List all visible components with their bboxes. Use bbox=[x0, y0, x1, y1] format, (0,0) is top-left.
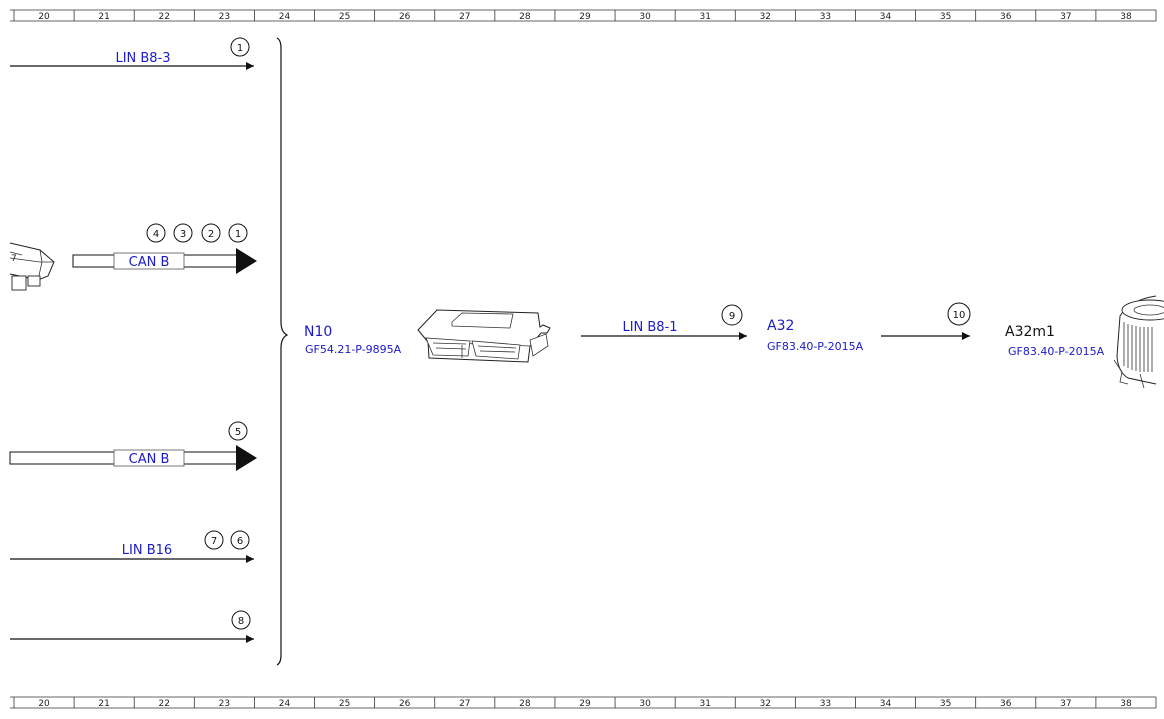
control-module-icon bbox=[417, 309, 551, 363]
wire-8: 8 bbox=[10, 610, 254, 643]
bus-label: CAN B bbox=[129, 452, 170, 467]
marker-circle: 7 bbox=[204, 530, 224, 550]
ruler-number: 38 bbox=[1120, 699, 1132, 709]
ruler-number: 26 bbox=[399, 699, 411, 709]
ruler-number: 31 bbox=[699, 699, 710, 709]
component-name: A32m1 bbox=[1005, 324, 1055, 340]
part-number: GF83.40-P-2015A bbox=[767, 340, 864, 353]
marker-circle: 6 bbox=[230, 530, 250, 550]
ruler-number: 23 bbox=[219, 12, 230, 22]
marker-circle: 10 bbox=[947, 302, 971, 326]
svg-text:5: 5 bbox=[235, 427, 241, 438]
part-number: GF54.21-P-9895A bbox=[305, 343, 402, 356]
component-a32m1: A32m1 GF83.40-P-2015A bbox=[1005, 324, 1105, 358]
ruler-number: 20 bbox=[38, 699, 50, 709]
ruler-number: 34 bbox=[880, 699, 892, 709]
ruler-number: 37 bbox=[1060, 699, 1071, 709]
wire-lin-b8-3: LIN B8-3 1 bbox=[10, 37, 254, 70]
blower-motor-icon bbox=[1113, 295, 1164, 389]
wire-10: 10 bbox=[881, 302, 971, 340]
marker-circle: 9 bbox=[721, 304, 743, 326]
marker-circle: 1 bbox=[228, 223, 248, 243]
marker-circle: 8 bbox=[231, 610, 251, 630]
wire-label: LIN B16 bbox=[122, 543, 172, 558]
svg-text:7: 7 bbox=[11, 254, 17, 264]
marker-circle: 4 bbox=[146, 223, 166, 243]
svg-text:2: 2 bbox=[208, 229, 214, 240]
top-ruler: 20 21 22 23 24 25 26 27 28 29 30 31 32 33 34 35 36 37 38 bbox=[10, 9, 1157, 22]
svg-text:3: 3 bbox=[180, 229, 186, 240]
component-n10: N10 GF54.21-P-9895A bbox=[304, 324, 402, 356]
component-name: N10 bbox=[304, 324, 332, 340]
svg-text:7: 7 bbox=[211, 536, 217, 547]
part-number: GF83.40-P-2015A bbox=[1008, 345, 1105, 358]
marker-circle: 1 bbox=[230, 37, 250, 57]
ruler-number: 25 bbox=[339, 12, 350, 22]
component-a32: A32 GF83.40-P-2015A bbox=[767, 318, 864, 353]
ruler-number: 32 bbox=[760, 12, 771, 22]
svg-text:10: 10 bbox=[953, 310, 966, 321]
ruler-number: 29 bbox=[579, 699, 591, 709]
svg-text:8: 8 bbox=[238, 616, 244, 627]
svg-text:6: 6 bbox=[237, 536, 243, 547]
ruler-number: 24 bbox=[279, 699, 291, 709]
ruler-number: 26 bbox=[399, 12, 411, 22]
ruler-number: 28 bbox=[519, 12, 531, 22]
ruler-number: 36 bbox=[1000, 12, 1012, 22]
wire-lin-b8-1: LIN B8-1 9 bbox=[581, 304, 747, 340]
ruler-number: 27 bbox=[459, 12, 470, 22]
ruler-number: 37 bbox=[1060, 12, 1071, 22]
ruler-number: 35 bbox=[940, 12, 951, 22]
ruler-number: 31 bbox=[699, 12, 710, 22]
ruler-number: 21 bbox=[98, 12, 109, 22]
wire-label: LIN B8-1 bbox=[622, 320, 677, 335]
marker-circle: 5 bbox=[228, 421, 248, 441]
ruler-number: 22 bbox=[159, 699, 170, 709]
ruler-number: 24 bbox=[279, 12, 291, 22]
ruler-number: 35 bbox=[940, 699, 951, 709]
svg-text:1: 1 bbox=[235, 229, 241, 240]
svg-text:1: 1 bbox=[237, 43, 243, 54]
ruler-number: 30 bbox=[639, 12, 651, 22]
bus-can-b-top: CAN B 4 3 2 1 bbox=[72, 223, 257, 274]
wire-lin-b16: LIN B16 7 6 bbox=[10, 530, 254, 563]
ruler-number: 32 bbox=[760, 699, 771, 709]
marker-circle: 3 bbox=[173, 223, 193, 243]
wire-label: LIN B8-3 bbox=[115, 51, 170, 66]
ruler-number: 38 bbox=[1120, 12, 1132, 22]
marker-circle: 2 bbox=[201, 223, 221, 243]
ruler-number: 34 bbox=[880, 12, 892, 22]
ruler-number: 28 bbox=[519, 699, 531, 709]
ruler-number: 22 bbox=[159, 12, 170, 22]
ruler-number: 23 bbox=[219, 699, 230, 709]
ruler-number: 27 bbox=[459, 699, 470, 709]
svg-text:4: 4 bbox=[153, 229, 159, 240]
ruler-number: 33 bbox=[820, 699, 831, 709]
ruler-number: 21 bbox=[98, 699, 109, 709]
bracket-brace bbox=[276, 37, 289, 666]
ruler-number: 25 bbox=[339, 699, 350, 709]
ruler-number: 20 bbox=[38, 12, 50, 22]
bus-label: CAN B bbox=[129, 255, 170, 270]
bottom-ruler: 20 21 22 23 24 25 26 27 28 29 30 31 32 33 34 35 36 37 38 bbox=[10, 696, 1157, 709]
bus-can-b-bottom: CAN B 5 bbox=[9, 421, 257, 471]
ruler-number: 33 bbox=[820, 12, 831, 22]
svg-text:9: 9 bbox=[729, 311, 735, 322]
left-module-partial-icon: 7 bbox=[9, 242, 55, 291]
ruler-number: 36 bbox=[1000, 699, 1012, 709]
ruler-number: 29 bbox=[579, 12, 591, 22]
component-name: A32 bbox=[767, 318, 794, 334]
ruler-number: 30 bbox=[639, 699, 651, 709]
